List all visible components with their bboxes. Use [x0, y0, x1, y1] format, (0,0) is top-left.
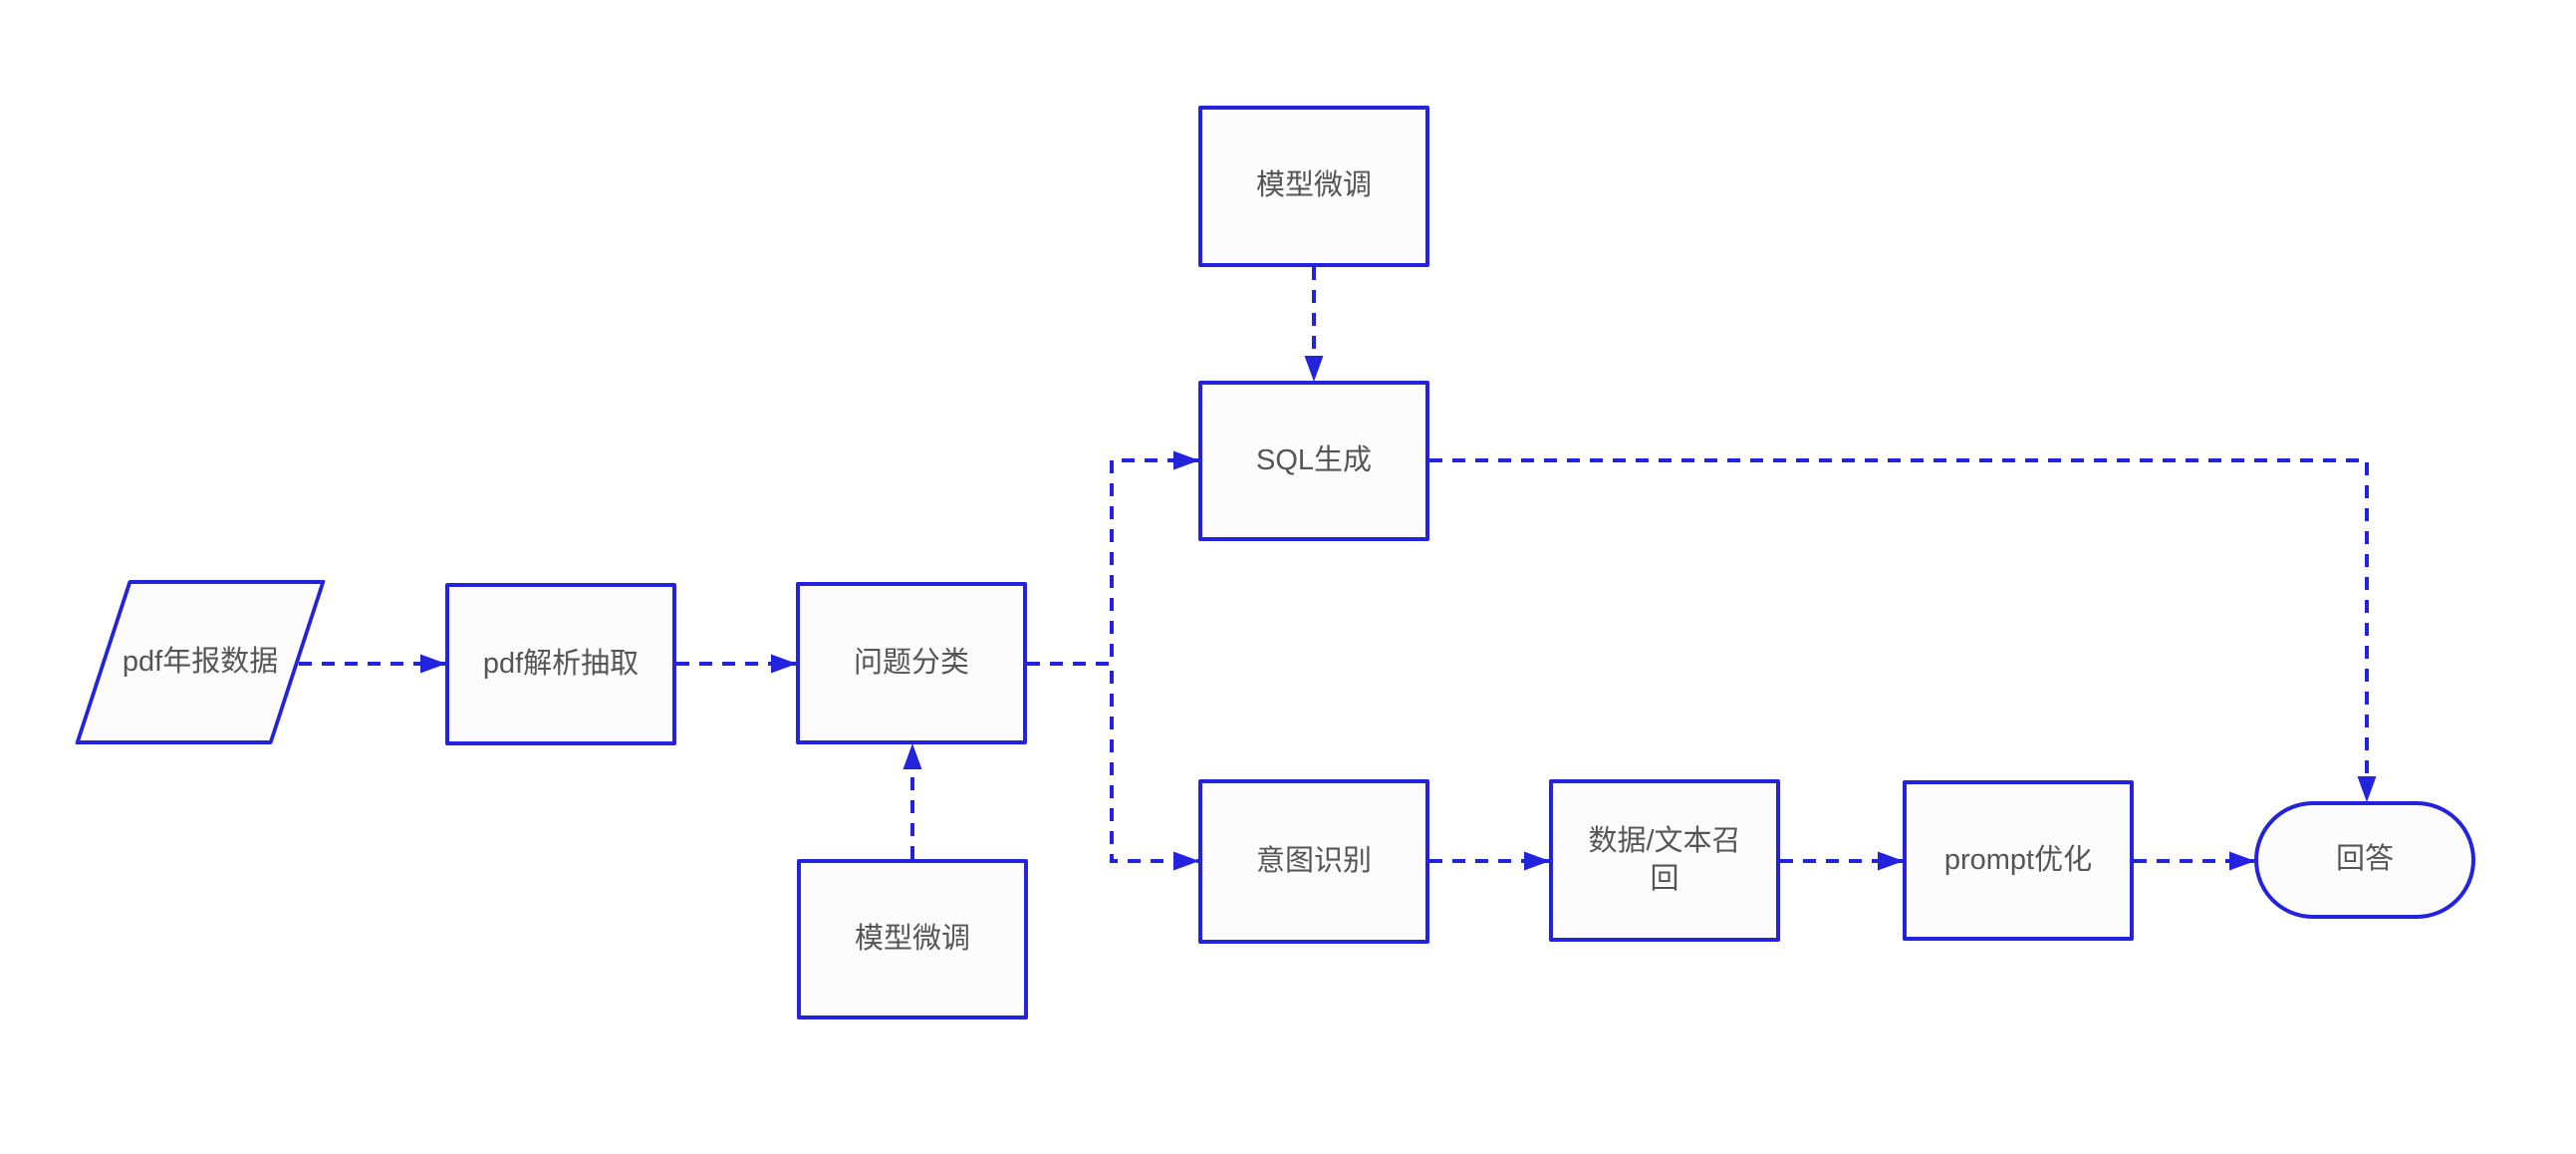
edge-classify-to-intent: [1027, 662, 1199, 871]
node-label-prompt-optimization: prompt优化: [1943, 843, 2093, 876]
edges-group: [299, 267, 2377, 871]
node-sql-generation: SQL生成: [1198, 381, 1429, 541]
node-label-question-classification: 问题分类: [853, 646, 969, 679]
node-label-data-text-recall: 数据/文本召 回: [1588, 824, 1741, 895]
edge-sql-to-answer: [1429, 458, 2377, 802]
node-label-answer: 回答: [2335, 843, 2394, 876]
node-pdf-annual-report-data: pdf年报数据: [75, 580, 326, 744]
node-answer: 回答: [2254, 801, 2475, 919]
node-intent-recognition: 意图识别: [1198, 779, 1429, 944]
node-prompt-optimization: prompt优化: [1903, 780, 2134, 941]
node-model-finetune-top: 模型微调: [1198, 106, 1429, 267]
node-label-pdf-annual-report-data: pdf年报数据: [122, 645, 279, 678]
node-data-text-recall: 数据/文本召 回: [1549, 779, 1780, 942]
node-label-model-finetune-top: 模型微调: [1255, 169, 1372, 202]
node-model-finetune-bottom: 模型微调: [797, 859, 1028, 1019]
node-label-pdf-parse-extract: pdf解析抽取: [482, 647, 640, 680]
node-question-classification: 问题分类: [796, 582, 1027, 744]
node-pdf-parse-extract: pdf解析抽取: [445, 583, 676, 745]
node-label-model-finetune-bottom: 模型微调: [854, 922, 970, 955]
node-label-intent-recognition: 意图识别: [1255, 844, 1372, 877]
edge-classify-to-sql: [1027, 450, 1199, 666]
node-label-sql-generation: SQL生成: [1255, 443, 1373, 476]
